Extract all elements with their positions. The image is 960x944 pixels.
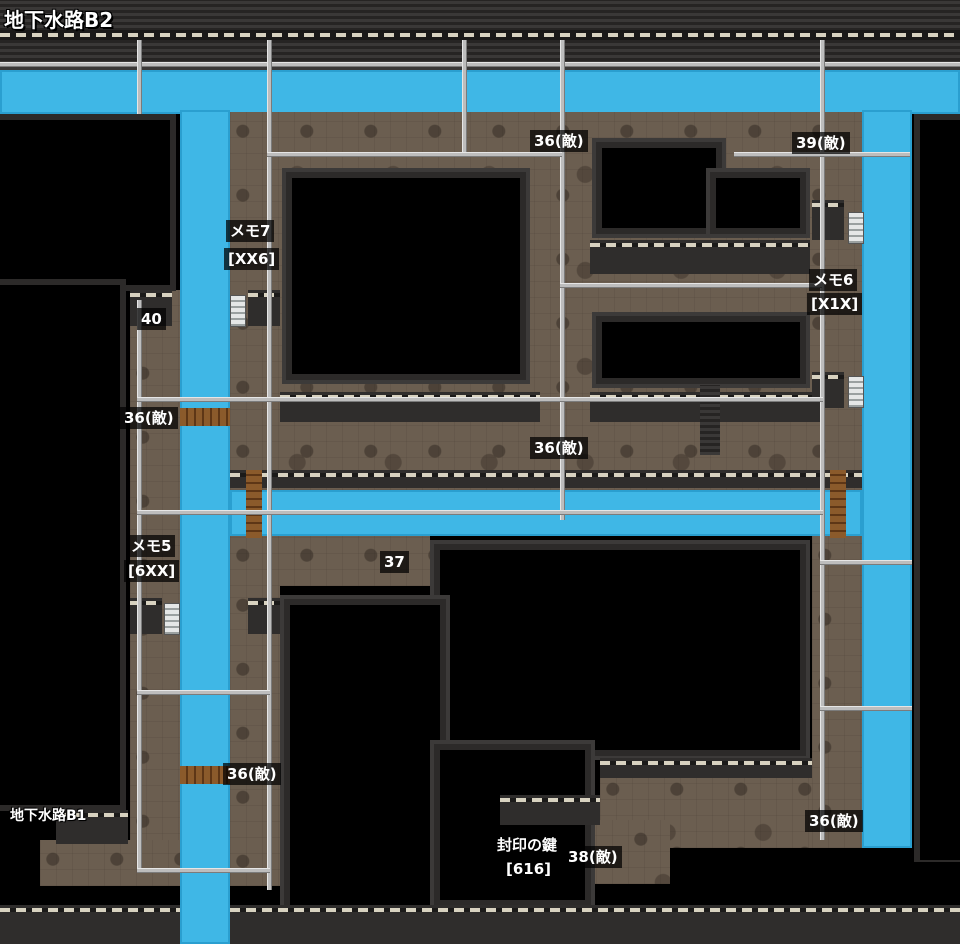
room-number: 37: [380, 551, 409, 573]
item-marker: 封印の鍵: [493, 834, 562, 856]
enemy-marker: 36(敵): [530, 437, 588, 459]
wall-ledge: [600, 758, 812, 778]
wall-ledge: [590, 240, 810, 274]
pipe: [267, 152, 562, 157]
bridge[interactable]: [180, 408, 230, 426]
memo-marker: メモ5: [127, 535, 176, 557]
water-channel-top: [0, 70, 960, 114]
enemy-marker: 39(敵): [792, 132, 850, 154]
enemy-marker: 38(敵): [564, 846, 622, 868]
exit-floor: [40, 840, 180, 886]
pipe: [0, 62, 960, 67]
drain-grate: [848, 212, 864, 244]
wall-pillar: [248, 290, 280, 326]
pipe: [137, 690, 270, 695]
water-channel-left: [180, 110, 230, 944]
wall-ledge: [230, 470, 862, 488]
pipe: [820, 560, 912, 565]
wall-pillar: [248, 598, 280, 634]
pipe: [560, 40, 565, 520]
void-left: [0, 285, 120, 805]
wall-pillar: [130, 598, 162, 634]
wall-bottom-left: [0, 905, 180, 944]
pipe: [137, 300, 142, 870]
pipe: [137, 868, 270, 873]
drain-grate: [164, 603, 180, 635]
void-upper-right-a: [602, 148, 716, 228]
top-wall-edge: [0, 30, 960, 40]
memo-code: [6XX]: [124, 560, 180, 582]
drain-grate: [230, 295, 246, 327]
pipe: [820, 706, 912, 711]
void-bottom-right: [680, 862, 960, 912]
void-lower-left: [290, 605, 440, 905]
map-title: 地下水路B2: [4, 8, 114, 32]
bridge[interactable]: [180, 766, 230, 784]
exit-wall: [56, 810, 128, 844]
void-middle-right: [602, 322, 800, 378]
pipe: [137, 397, 823, 402]
water-channel-right: [862, 110, 912, 848]
bridge[interactable]: [246, 470, 262, 538]
memo-marker: メモ6: [809, 269, 858, 291]
pipe: [267, 40, 272, 890]
void-right: [920, 120, 960, 860]
pipe: [137, 510, 823, 515]
wall-pillar: [700, 385, 720, 455]
void-center-block: [292, 178, 520, 374]
room-number: 40: [137, 308, 166, 330]
pipe: [560, 283, 822, 288]
void-lower-center: [440, 550, 800, 750]
memo-code: [X1X]: [807, 293, 863, 315]
enemy-marker: 36(敵): [223, 763, 281, 785]
pipe: [462, 40, 467, 154]
wall-pillar: [812, 200, 844, 240]
void-upper-right-b: [716, 178, 800, 228]
exit-label[interactable]: 地下水路B1: [10, 808, 87, 824]
wall-ledge: [500, 795, 600, 825]
wall-pillar: [812, 372, 844, 408]
enemy-marker: 36(敵): [120, 407, 178, 429]
enemy-marker: 36(敵): [530, 130, 588, 152]
wall-bottom: [230, 905, 960, 944]
void-left-upper: [0, 120, 170, 285]
memo-marker: メモ7: [226, 220, 275, 242]
bridge[interactable]: [830, 470, 846, 538]
pipe: [137, 40, 142, 114]
drain-grate: [848, 376, 864, 408]
enemy-marker: 36(敵): [805, 810, 863, 832]
item-code: [616]: [502, 858, 556, 880]
memo-code: [XX6]: [224, 248, 280, 270]
pipe: [820, 40, 825, 840]
